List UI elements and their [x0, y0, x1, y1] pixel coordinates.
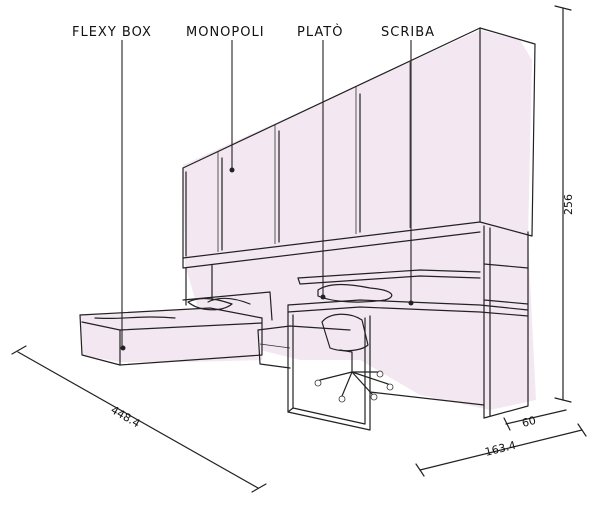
label-leaders — [121, 40, 412, 346]
dimension-lines — [11, 5, 587, 493]
bed-flexy-box — [79, 291, 273, 366]
dimension-length: 448.4 — [109, 403, 143, 430]
upper-shelf — [182, 231, 481, 306]
dimension-depth-desk: 60 — [521, 414, 538, 430]
watercolor-wash — [80, 30, 536, 410]
side-shelving — [369, 225, 529, 419]
dimension-height: 256 — [562, 194, 575, 215]
desk-shelf-plato — [297, 269, 481, 303]
dimension-depth-total: 163.4 — [484, 439, 518, 459]
wall-cabinets — [182, 27, 536, 259]
label-plato: PLATÒ — [297, 24, 343, 40]
label-scriba: SCRIBA — [381, 25, 435, 40]
desk-scriba — [287, 299, 529, 431]
drawer-unit — [257, 325, 351, 369]
office-chair — [314, 313, 394, 403]
label-monopoli: MONOPOLI — [186, 25, 265, 40]
label-flexy-box: FLEXY BOX — [72, 25, 152, 40]
